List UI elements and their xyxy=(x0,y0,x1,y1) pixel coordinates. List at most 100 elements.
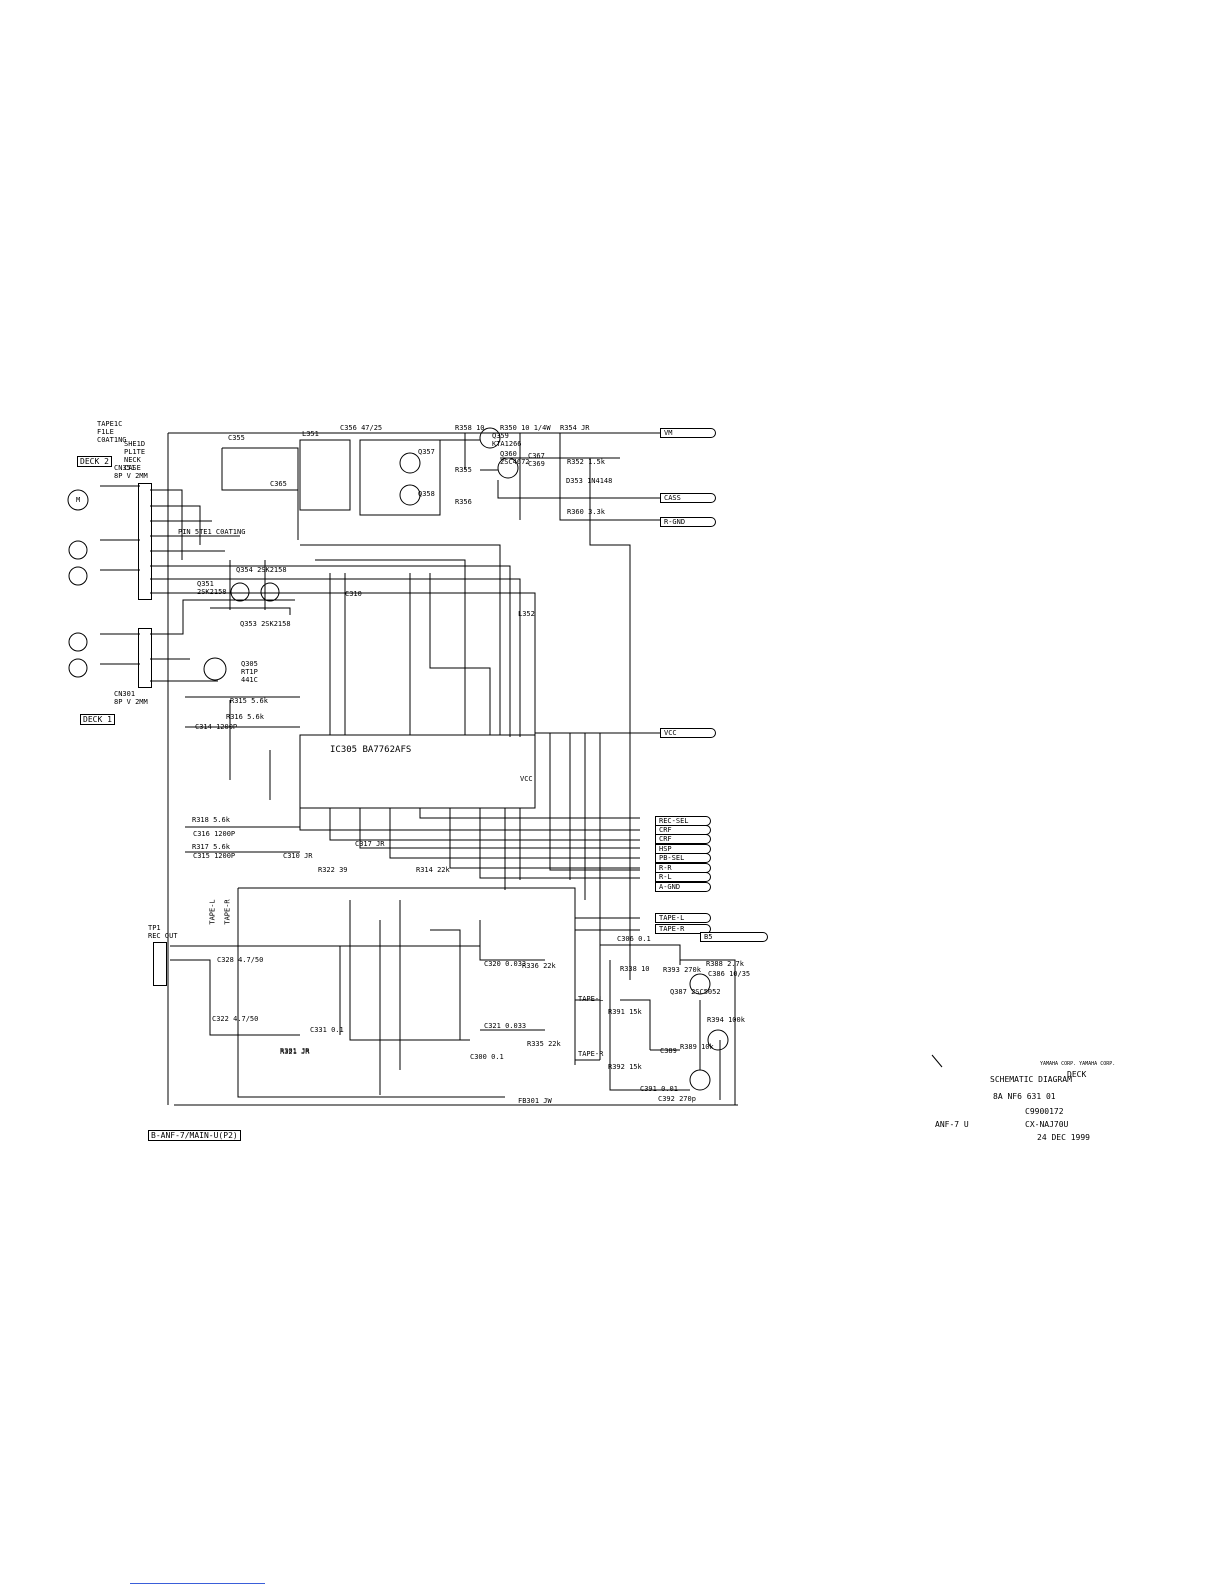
tape-l-vertical: TAPE-L xyxy=(208,899,217,925)
component-label: R388 2.7k xyxy=(706,960,744,968)
title-brand: YAMAHA CORP. YAMAHA CORP. xyxy=(1040,1061,1116,1067)
component-label: R335 22k xyxy=(527,1040,561,1048)
transistor-q359-symbol xyxy=(479,427,501,449)
board-ref-box: B-ANF-7/MAIN-U(P2) xyxy=(148,1130,241,1141)
title-doc-no: 8A NF6 631 01 xyxy=(993,1092,1056,1101)
shield-note: SHE1D PL1TE NECK CASE xyxy=(124,440,146,472)
offpage-tag: A-GND xyxy=(655,882,711,892)
transistor-q357-label: Q357 xyxy=(418,448,435,456)
transistor-q364-symbol xyxy=(689,1069,711,1091)
component-label: C367 xyxy=(528,452,545,460)
offpage-tag: CASS xyxy=(660,493,716,503)
title-chassis: CX-NAJ70U xyxy=(1025,1120,1069,1129)
transistor-q359-label: Q359 KTA1266 xyxy=(492,432,522,448)
transistor-q362-symbol xyxy=(689,973,711,995)
title-heading: SCHEMATIC DIAGRAM xyxy=(990,1075,1072,1084)
component-label: C386 10/35 xyxy=(708,970,751,978)
component-label: C310 JR xyxy=(283,852,313,860)
offpage-tag: CRF xyxy=(655,834,711,844)
component-label: R354 JR xyxy=(560,424,590,432)
component-label: C321 0.033 xyxy=(484,1022,527,1030)
transistor-q357-q358-symbols xyxy=(399,452,421,506)
component-label: R356 xyxy=(455,498,472,506)
component-label: R394 100k xyxy=(707,1016,745,1024)
ic305-label: IC305 BA7762AFS xyxy=(330,745,412,755)
component-label: R316 5.6k xyxy=(226,713,264,721)
component-label: R321 JR xyxy=(280,1048,310,1056)
component-label: C310 xyxy=(345,590,362,598)
pin-coating-note: PIN 5TE1 C0AT1NG xyxy=(178,528,246,536)
transistor-q363-symbol xyxy=(707,1029,729,1051)
component-label: C391 0.01 xyxy=(640,1085,678,1093)
offpage-tag: TAPE-L xyxy=(655,913,711,923)
offpage-tag: R-GND xyxy=(660,517,716,527)
title-model: ANF-7 U xyxy=(935,1120,969,1129)
component-label: R322 39 xyxy=(318,866,348,874)
coating-note: TAPE1C F1LE C0AT1NG xyxy=(97,420,127,444)
transistor-q305-label: Q305 RT1P 441C xyxy=(241,660,258,684)
component-label: C317 JR xyxy=(355,840,385,848)
title-date: 24 DEC 1999 xyxy=(1037,1133,1090,1142)
fet-symbols xyxy=(230,582,280,602)
component-label: R336 22k xyxy=(522,962,556,970)
component-label: C315 1200P xyxy=(193,852,236,860)
component-label: C320 0.033 xyxy=(484,960,527,968)
title-suffix: DECK xyxy=(1067,1070,1087,1079)
component-label: R314 22k xyxy=(416,866,450,874)
component-label: R318 5.6k xyxy=(192,816,230,824)
title-code: C9900172 xyxy=(1025,1107,1064,1116)
component-label: C389 xyxy=(660,1047,677,1055)
component-label: R338 10 xyxy=(620,965,650,973)
component-label: Q387 2SC5052 xyxy=(670,988,721,996)
component-label: R317 5.6k xyxy=(192,843,230,851)
offpage-tag: VCC xyxy=(660,728,716,738)
transistor-q353-label: Q353 2SK2158 xyxy=(240,620,291,628)
head-symbols xyxy=(68,540,88,586)
offpage-tag: B5 xyxy=(700,932,768,942)
head-symbols-deck1 xyxy=(68,632,88,678)
component-label: C331 0.1 xyxy=(310,1026,344,1034)
component-label: C300 0.1 xyxy=(470,1053,504,1061)
offpage-tag: VM xyxy=(660,428,716,438)
component-label: R301 JR xyxy=(280,1047,310,1055)
offpage-tag: TAPE-R xyxy=(655,924,711,934)
transistor-q305-symbol xyxy=(203,657,227,681)
component-label: R391 15k xyxy=(608,1008,642,1016)
connector-cn301-body xyxy=(138,628,152,688)
tape-r-internal: TAPE-R xyxy=(578,1050,604,1058)
transistor-q354-label: Q354 2SK2158 xyxy=(236,566,287,574)
component-label: C369 xyxy=(528,460,545,468)
component-label: R352 1.5k xyxy=(567,458,605,466)
ic-vcc-label: VCC xyxy=(520,775,533,783)
component-label: C356 47/25 xyxy=(340,424,383,432)
connector-cn351-label: CN351 8P V 2MM xyxy=(114,464,148,480)
component-label: FB301 JW xyxy=(518,1097,552,1105)
component-label: C314 1200P xyxy=(195,723,238,731)
offpage-tag: R-L xyxy=(655,872,711,882)
offpage-tag: PB-SEL xyxy=(655,853,711,863)
component-label: R355 xyxy=(455,466,472,474)
component-label: R393 270k xyxy=(663,966,701,974)
connector-tp1-body xyxy=(153,942,167,986)
component-label: R389 10k xyxy=(680,1043,714,1051)
deck2-box: DECK 2 xyxy=(77,456,112,467)
component-label: L351 xyxy=(302,430,319,438)
component-label: R350 10 1/4W xyxy=(500,424,551,432)
component-label: C316 1200P xyxy=(193,830,236,838)
component-label: C322 4.7/50 xyxy=(212,1015,259,1023)
component-label: C306 0.1 xyxy=(617,935,651,943)
motor-label-1: M xyxy=(76,496,81,504)
deck1-box: DECK 1 xyxy=(80,714,115,725)
transistor-q351-label: Q351 2SK2158 xyxy=(197,580,227,596)
connector-cn351-body xyxy=(138,483,152,600)
component-label: L352 xyxy=(518,610,535,618)
connector-cn301-label: CN301 8P V 2MM xyxy=(114,690,148,706)
transistor-q360-symbol xyxy=(497,457,519,479)
component-label: R392 15k xyxy=(608,1063,642,1071)
tape-l-internal: TAPE-L xyxy=(578,995,604,1003)
transistor-q358-label: Q358 xyxy=(418,490,435,498)
connector-tp1-label: TP1 REC OUT xyxy=(148,924,178,940)
tape-r-vertical: TAPE-R xyxy=(223,899,232,925)
